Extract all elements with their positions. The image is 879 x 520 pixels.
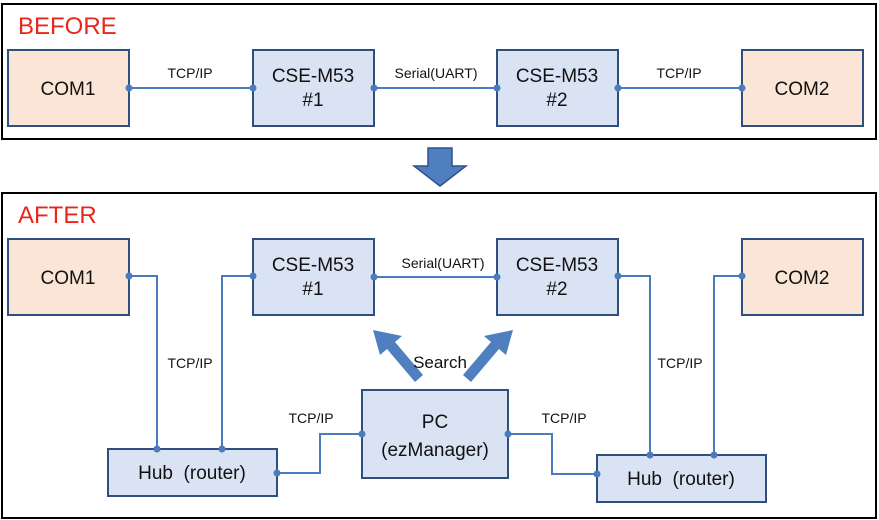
after-link-cse1-hubleft [221, 275, 253, 449]
after-cse2-node: CSE-M53 #2 [496, 238, 619, 316]
before-cse2-node: CSE-M53 #2 [496, 49, 619, 127]
before-section: BEFORE TCP/IP Serial(UART) TCP/IP COM1 C… [1, 3, 877, 140]
before-cse1-label: CSE-M53 [272, 66, 354, 87]
down-arrow-icon [411, 147, 469, 187]
after-port-dot [504, 430, 512, 438]
before-tcpip-left-label: TCP/IP [167, 65, 212, 81]
pc-sublabel: (ezManager) [381, 440, 489, 461]
search-arrow-left-icon [373, 330, 423, 382]
after-title: AFTER [18, 202, 97, 229]
after-port-dot [738, 272, 746, 280]
after-cse1-label: CSE-M53 [272, 255, 354, 276]
after-port-dot [153, 445, 161, 453]
before-port-dot [493, 84, 501, 92]
after-cse1-node: CSE-M53 #1 [252, 238, 375, 316]
after-link-com2-hubright [713, 275, 742, 455]
before-port-dot [738, 84, 746, 92]
after-cse2-label: CSE-M53 [516, 255, 598, 276]
before-cse1-node: CSE-M53 #1 [252, 49, 375, 127]
after-port-dot [614, 272, 622, 280]
before-port-dot [125, 84, 133, 92]
before-com1-node: COM1 [7, 49, 130, 127]
after-cse2-number: #2 [546, 279, 567, 300]
after-port-dot [273, 469, 281, 477]
after-link-cse2-hubright [618, 275, 651, 455]
pc-ezmanager-node: PC (ezManager) [361, 389, 509, 479]
after-port-dot [370, 273, 378, 281]
search-label: Search [413, 353, 467, 372]
after-link-hubleft-pc [277, 433, 362, 474]
before-tcpip-right-label: TCP/IP [656, 65, 701, 81]
before-port-dot [249, 84, 257, 92]
after-port-dot [710, 451, 718, 459]
after-port-dot [493, 273, 501, 281]
after-link-com1-hubleft [129, 275, 158, 449]
after-com2-label: COM2 [775, 268, 830, 289]
pc-label: PC [422, 412, 448, 433]
hub-left-label: Hub (router) [138, 463, 246, 484]
after-tcpip-left-label: TCP/IP [167, 355, 212, 371]
hub-left-node: Hub (router) [107, 448, 278, 497]
before-com2-node: COM2 [741, 49, 864, 127]
after-com2-node: COM2 [741, 238, 864, 316]
after-port-dot [646, 451, 654, 459]
after-serial-label: Serial(UART) [402, 255, 485, 271]
after-tcpip-pc-left-label: TCP/IP [288, 410, 333, 426]
after-com1-label: COM1 [41, 268, 96, 289]
after-section: AFTER Serial(UART) TCP/IP TCP/IP TCP/IP … [1, 192, 877, 519]
after-cse1-number: #1 [302, 279, 323, 300]
after-port-dot [249, 272, 257, 280]
before-frame [1, 3, 877, 140]
after-tcpip-pc-right-label: TCP/IP [541, 410, 586, 426]
before-serial-label: Serial(UART) [395, 65, 478, 81]
before-port-dot [370, 84, 378, 92]
before-cse1-number: #1 [302, 90, 323, 111]
before-cse2-label: CSE-M53 [516, 66, 598, 87]
after-port-dot [358, 430, 366, 438]
after-tcpip-right-label: TCP/IP [657, 355, 702, 371]
after-com1-node: COM1 [7, 238, 130, 316]
before-cse2-number: #2 [546, 90, 567, 111]
hub-right-label: Hub (router) [627, 469, 735, 490]
search-arrow-right-icon [463, 330, 513, 382]
after-port-dot [218, 445, 226, 453]
hub-right-node: Hub (router) [596, 454, 767, 503]
after-port-dot [593, 470, 601, 478]
before-com1-label: COM1 [41, 79, 96, 100]
after-link-pc-hubright [508, 433, 597, 475]
before-port-dot [614, 84, 622, 92]
before-com2-label: COM2 [775, 79, 830, 100]
after-port-dot [125, 272, 133, 280]
before-title: BEFORE [18, 13, 117, 40]
